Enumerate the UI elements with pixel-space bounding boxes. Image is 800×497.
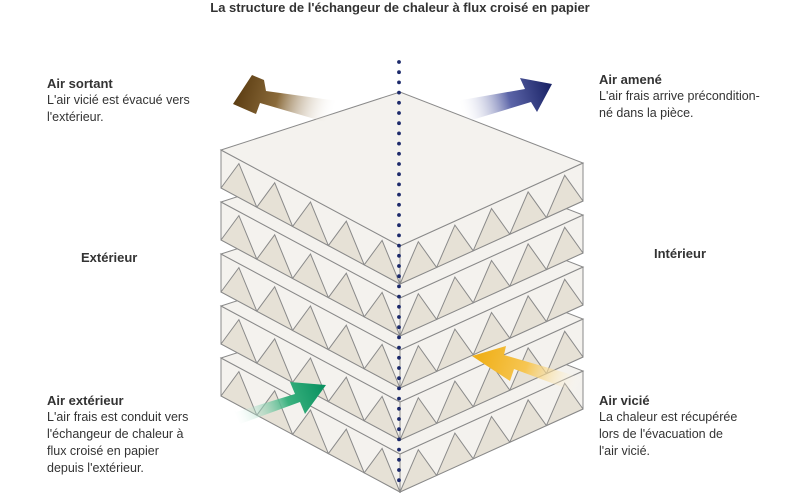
air-exterieur-heading: Air extérieur [47, 393, 124, 408]
diagram-title: La structure de l'échangeur de chaleur à… [210, 0, 590, 15]
air-exterieur-text: Air extérieur L'air frais est conduit ve… [47, 392, 188, 477]
air-amene-arrow [456, 78, 552, 123]
air-sortant-heading: Air sortant [47, 76, 113, 91]
air-amene-description: L'air frais arrive précondition- né dans… [599, 89, 760, 120]
air-amene-text: Air amené L'air frais arrive préconditio… [599, 71, 760, 122]
air-sortant-text: Air sortant L'air vicié est évacué vers … [47, 75, 190, 126]
exterior-label: Extérieur [81, 250, 138, 265]
air-sortant-arrow [233, 75, 338, 124]
dotted-divider-line [397, 60, 401, 483]
paper-layer-stack [219, 91, 585, 494]
paper-layer [219, 91, 585, 286]
interior-label: Intérieur [654, 246, 707, 261]
air-vicie-text: Air vicié La chaleur est récupérée lors … [599, 392, 737, 460]
air-exterieur-description: L'air frais est conduit vers l'échangeur… [47, 410, 189, 475]
air-sortant-description: L'air vicié est évacué vers l'extérieur. [47, 93, 190, 124]
air-vicie-description: La chaleur est récupérée lors de l'évacu… [599, 410, 738, 458]
air-amene-heading: Air amené [599, 72, 662, 87]
air-exterieur-arrow [234, 382, 326, 424]
air-vicie-arrow [472, 346, 582, 392]
air-vicie-heading: Air vicié [599, 393, 650, 408]
